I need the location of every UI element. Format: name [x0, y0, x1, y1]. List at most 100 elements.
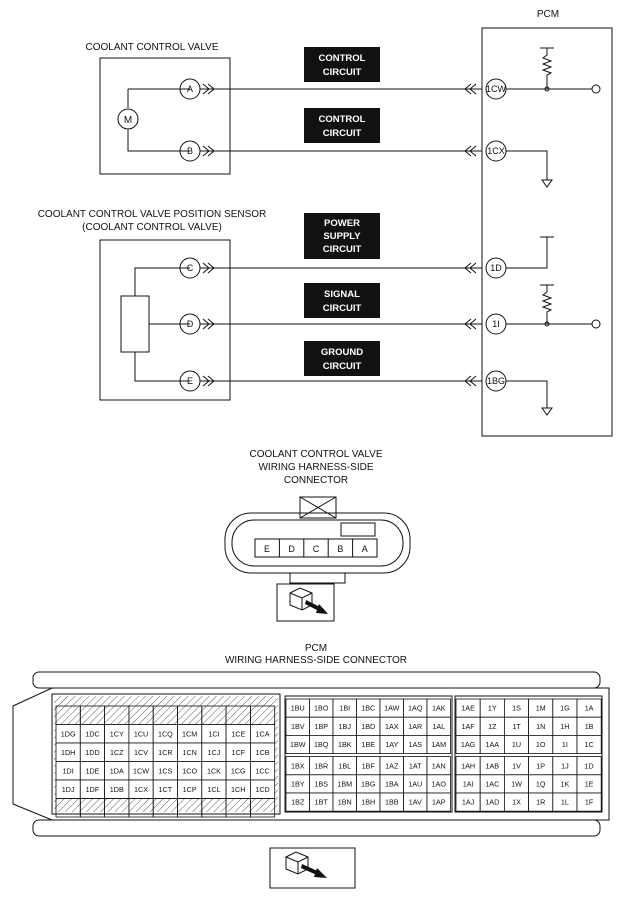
pcm-pin-label: 1CC [255, 766, 269, 775]
label-e-line1: GROUND [321, 347, 363, 358]
pcm-pin-label: 1T [512, 722, 521, 731]
pcm-pin-label: 1CD [255, 785, 269, 794]
label-a-line2: CIRCUIT [323, 67, 362, 78]
pcm-pin-label: 1AT [409, 761, 422, 770]
pcm-pin-label: 1P [536, 761, 545, 770]
pcm-pin-1i: 1I [492, 319, 500, 329]
pcm-pin-1d: 1D [490, 263, 502, 273]
label-d-line1: SIGNAL [324, 289, 360, 300]
ground-1cx-icon [541, 179, 553, 188]
pcm-pin-label: 1L [561, 798, 569, 807]
pcm-pin-label: 1AM [431, 740, 446, 749]
pcm-pin-label: 1BZ [291, 798, 305, 807]
pcm-internal [506, 47, 601, 416]
circuit-b: B 1CX CONTROL CIRCUIT [179, 108, 507, 162]
pcm-pin-cell [249, 798, 276, 818]
pcm-pin-label: 1AB [486, 761, 500, 770]
sensor-title-line1: COOLANT CONTROL VALVE POSITION SENSOR [38, 209, 267, 220]
pcm-pin-label: 1AP [432, 798, 446, 807]
connector-view-icon [276, 583, 335, 622]
valve-conn-title-1: COOLANT CONTROL VALVE [250, 449, 383, 460]
valve-conn-title-3: CONNECTOR [284, 475, 348, 486]
pcm-pin-label: 1CQ [158, 729, 173, 738]
pcm-pin-label: 1W [511, 780, 522, 789]
pcm-pin-label: 1AF [462, 722, 476, 731]
pcm-pin-cell [576, 792, 602, 812]
label-b-line1: CONTROL [319, 114, 366, 125]
pcm-pin-label: 1BK [338, 740, 352, 749]
valve-conn-pin-c: C [313, 544, 320, 554]
label-box-d [304, 283, 380, 318]
pcm-pin-label: 1CH [231, 785, 245, 794]
pcm-pin-label: 1Y [488, 704, 497, 713]
pcm-pin-label: 1X [512, 798, 521, 807]
pcm-pin-label: 1BQ [314, 740, 329, 749]
pcm-pin-label: 1AH [461, 761, 475, 770]
pcm-pin-label: 1CP [183, 785, 197, 794]
pcm-pin-label: 1C [584, 740, 593, 749]
pcm-pin-label: 1BW [290, 740, 306, 749]
motor-symbol [117, 108, 139, 130]
motor-label: M [124, 115, 132, 126]
sensor-title-line2: (COOLANT CONTROL VALVE) [82, 222, 222, 233]
pcm-pin-label: 1DB [110, 785, 124, 794]
pcm-pin-cell [426, 735, 451, 755]
pcm-pin-label: 1CU [134, 729, 148, 738]
pcm-pin-label: 1DG [61, 729, 76, 738]
pcm-pin-label: 1CG [231, 766, 246, 775]
label-box-e [304, 341, 380, 376]
pcm-pin-label: 1CL [207, 785, 220, 794]
pcm-pin-label: 1I [562, 740, 568, 749]
pcm-pin-label: 1N [536, 722, 545, 731]
pcm-pin-label: 1AL [432, 722, 445, 731]
pcm-pin-label: 1AU [408, 780, 422, 789]
pcm-pin-1cx: 1CX [487, 146, 505, 156]
pcm-pin-label: 1H [560, 722, 569, 731]
pcm-pin-label: 1CY [110, 729, 124, 738]
valve-box [99, 57, 231, 175]
label-e-line2: CIRCUIT [323, 361, 362, 372]
pcm-pin-label: 1BT [315, 798, 329, 807]
pcm-pin-label: 1BJ [339, 722, 352, 731]
pcm-box [481, 27, 613, 437]
pcm-title: PCM [537, 9, 559, 20]
pcm-pin-label: 1BY [291, 780, 305, 789]
pcm-pin-label: 1CT [159, 785, 173, 794]
valve-conn-title-2: WIRING HARNESS-SIDE [258, 462, 373, 473]
pcm-pin-label: 1BA [385, 780, 399, 789]
pcm-pin-label: 1CS [158, 766, 172, 775]
circuit-e: E 1BG GROUND CIRCUIT [179, 341, 507, 392]
pin-a-label: A [187, 84, 193, 94]
pcm-pin-label: 1CR [158, 748, 172, 757]
sensor-resistor [120, 295, 150, 353]
resistor-1i-icon [541, 291, 553, 313]
valve-conn-pin-a: A [362, 544, 368, 554]
pcm-pin-label: 1BX [291, 761, 305, 770]
pcm-pin-label: 1AW [384, 704, 400, 713]
pcm-pin-label: 1AE [461, 704, 475, 713]
pcm-pin-label: 1CK [207, 766, 221, 775]
pcm-pin-label: 1CF [231, 748, 245, 757]
pcm-pin-label: 1BI [339, 704, 350, 713]
pcm-pin-label: 1AA [486, 740, 500, 749]
pcm-pin-label: 1BG [361, 780, 376, 789]
pcm-pin-label: 1CV [134, 748, 148, 757]
pcm-pin-label: 1AY [385, 740, 398, 749]
pcm-pin-label: 1CI [208, 729, 219, 738]
pcm-pin-label: 1R [536, 798, 545, 807]
pcm-pin-label: 1CW [133, 766, 149, 775]
pcm-pin-label: 1BC [361, 704, 375, 713]
pcm-pin-label: 1BS [314, 780, 328, 789]
pcm-pin-label: 1BL [338, 761, 351, 770]
pin-d-label: D [187, 319, 194, 329]
circuit-a: A 1CW CONTROL CIRCUIT [179, 47, 507, 100]
pcm-pin-label: 1K [561, 780, 570, 789]
label-box-b [304, 108, 380, 143]
pcm-pin-label: 1AZ [385, 761, 399, 770]
circuit-c: C 1D POWER SUPPLY CIRCUIT [179, 213, 507, 279]
pcm-pin-label: 1AI [463, 780, 474, 789]
pcm-pin-label: 1DD [85, 748, 99, 757]
pcm-pin-label: 1DA [110, 766, 124, 775]
pcm-pin-label: 1CM [182, 729, 197, 738]
